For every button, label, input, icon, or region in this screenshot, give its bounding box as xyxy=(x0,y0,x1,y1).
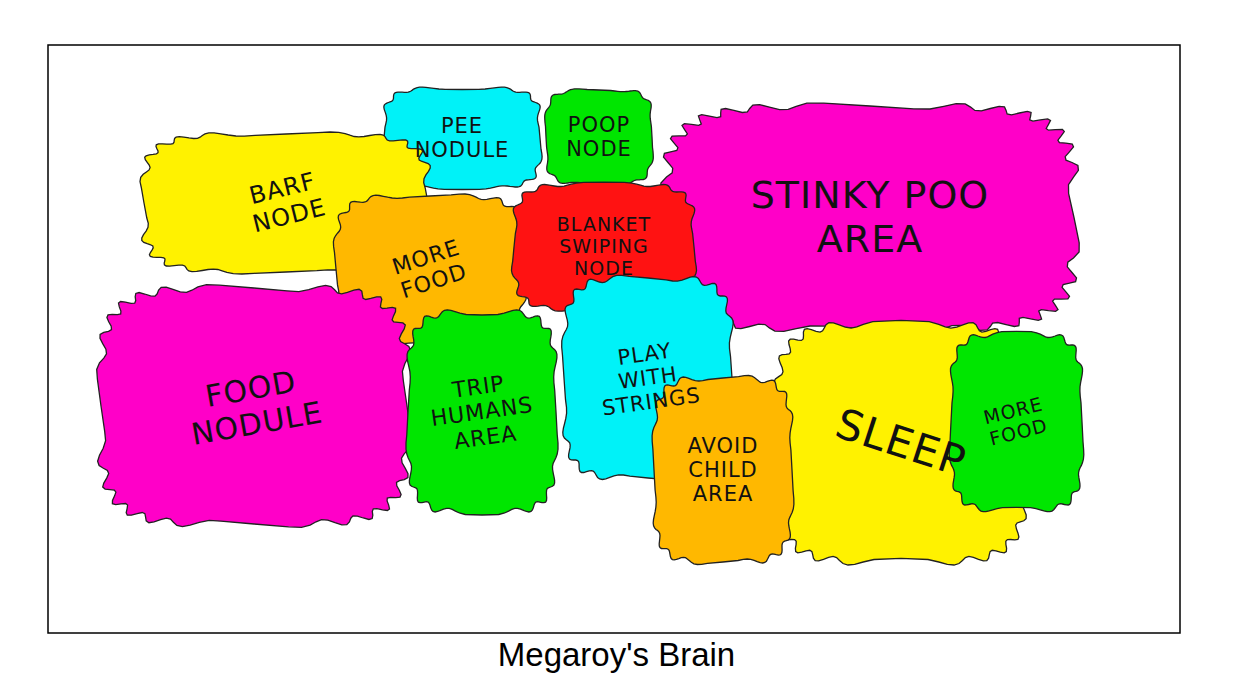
region-shape xyxy=(949,331,1084,511)
region-label: POOP NODE xyxy=(554,113,644,161)
brain-region: MORE FOOD xyxy=(945,328,1088,516)
region-shape xyxy=(97,285,412,528)
region-label: BLANKET SWIPING NODE xyxy=(529,214,679,280)
border xyxy=(48,45,1180,633)
region-label: STINKY POO AREA xyxy=(740,174,1000,261)
region-label: AVOID CHILD AREA xyxy=(673,434,773,506)
region-shape xyxy=(652,376,794,565)
region-shape xyxy=(406,310,558,515)
caption: Megaroy's Brain xyxy=(0,636,1233,674)
brain-region: TRIP HUMANS AREA xyxy=(402,306,562,518)
brain-region: POOP NODE xyxy=(540,84,658,190)
region-shape xyxy=(545,89,654,185)
region-label: PEE NODULE xyxy=(407,114,517,162)
brain-region: FOOD NODULE xyxy=(95,282,413,530)
